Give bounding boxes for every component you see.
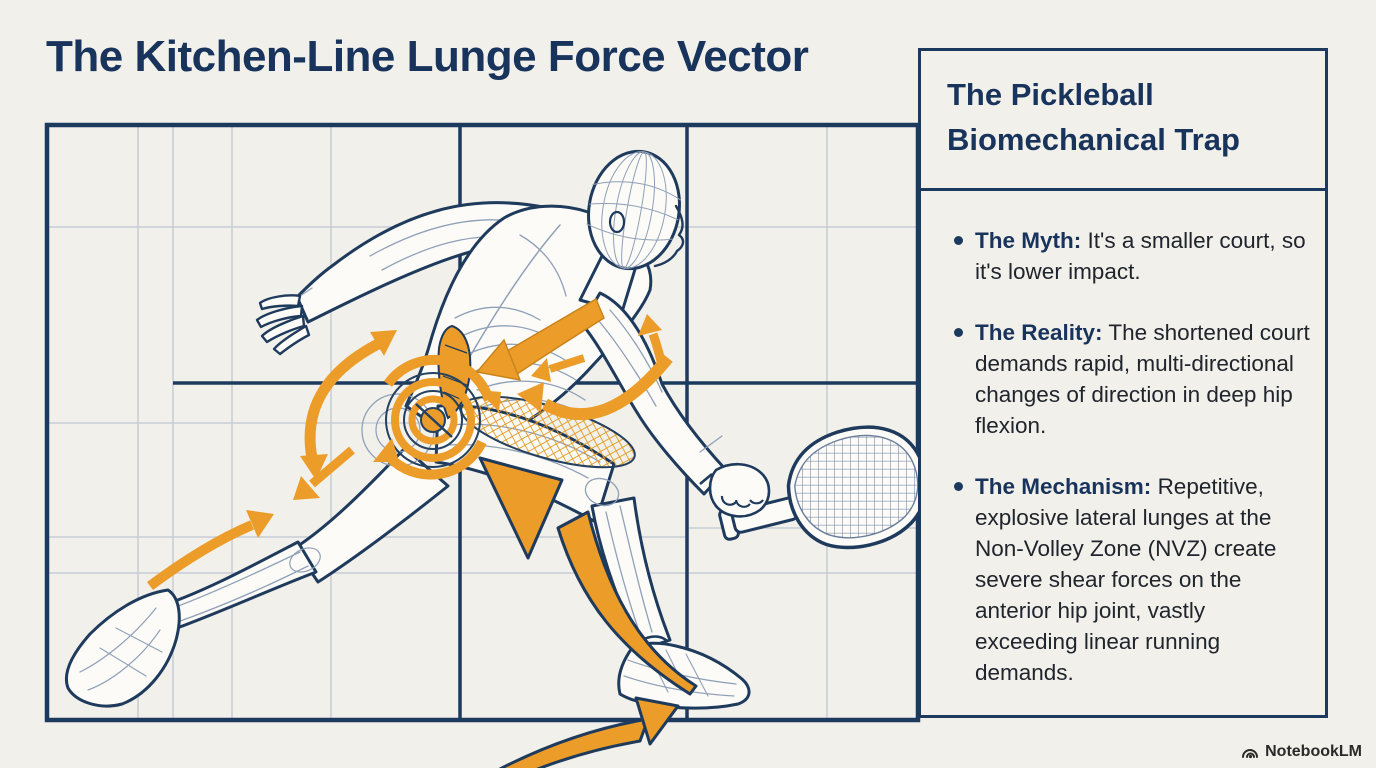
panel-bullet-list: The Myth: It's a smaller court, so it's …: [921, 191, 1325, 688]
rear-shoe: [65, 588, 181, 708]
bullet-lead: The Reality:: [975, 320, 1103, 345]
pickleball-paddle-icon: [699, 425, 928, 550]
front-arm: [580, 291, 728, 496]
bullet-lead: The Mechanism:: [975, 474, 1152, 499]
bullet-mechanism: The Mechanism: Repetitive, explosive lat…: [954, 471, 1311, 688]
info-panel: The Pickleball Biomechanical Trap The My…: [918, 48, 1328, 718]
bullet-text: Repetitive, explosive lateral lunges at …: [975, 474, 1277, 685]
bullet-reality: The Reality: The shortened court demands…: [954, 317, 1311, 441]
force-arrow-rear-shin: [147, 510, 274, 591]
bullet-dot: [954, 482, 963, 491]
wireframe-athlete-figure: [65, 149, 751, 710]
rotation-arrows-icon: [373, 354, 501, 480]
bullet-dot: [954, 236, 963, 245]
branding-label: NotebookLM: [1265, 743, 1362, 760]
bullet-lead: The Myth:: [975, 228, 1082, 253]
gripping-hand: [699, 462, 771, 518]
force-arrow-thigh-sweep: [517, 354, 673, 421]
head: [578, 149, 685, 314]
rotation-arc-arrow: [300, 330, 397, 480]
panel-heading: The Pickleball Biomechanical Trap: [921, 51, 1325, 191]
force-arrow-chevron: [531, 354, 586, 382]
page-title: The Kitchen-Line Lunge Force Vector: [46, 32, 809, 81]
bullet-text: It's a smaller court, so it's lower impa…: [975, 228, 1306, 284]
hip-force-target-icon: [385, 372, 481, 468]
bullet-myth: The Myth: It's a smaller court, so it's …: [954, 225, 1311, 287]
branding: NotebookLM: [1241, 743, 1362, 761]
rear-leg: [153, 446, 450, 634]
force-arrow-foot-to-hip: [478, 456, 698, 696]
force-arrows: [147, 297, 698, 768]
force-arrow-down-left: [293, 446, 355, 500]
force-arrow-chest-to-hip: [475, 297, 605, 381]
notebooklm-logo-icon: [1242, 749, 1259, 759]
bullet-dot: [954, 328, 963, 337]
bullet-text: The shortened court demands rapid, multi…: [975, 320, 1310, 438]
force-arrow-baseline: [498, 696, 680, 768]
